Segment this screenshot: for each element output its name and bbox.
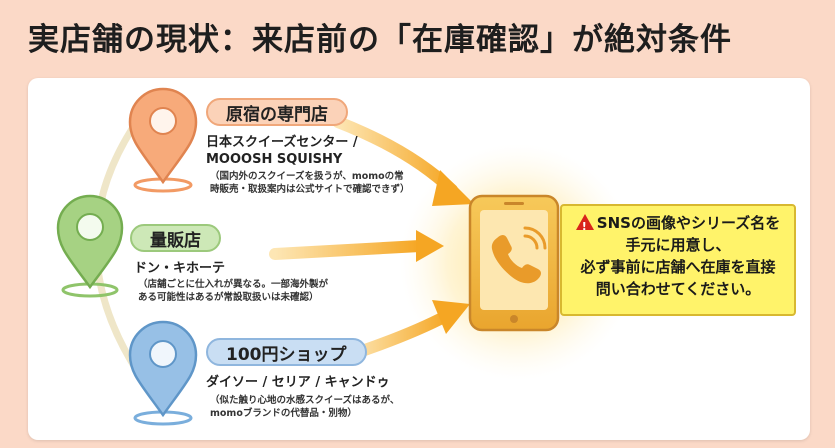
store-note-line: ある可能性はあるが常設取扱いは未確認）	[138, 292, 319, 303]
map-pin-icon	[128, 87, 198, 193]
store-name-line: ダイソー / セリア / キャンドゥ	[206, 375, 390, 390]
store-category-specialty: 原宿の専門店	[206, 98, 348, 126]
stock-check-callout: SNSの画像やシリーズ名を 手元に用意し、 必ず事前に店舗へ在庫を直接 問い合わ…	[560, 204, 796, 316]
page-title: 実店舗の現状：来店前の「在庫確認」が絶対条件	[28, 22, 732, 58]
callout-line: 必ず事前に店舗へ在庫を直接	[580, 258, 776, 276]
map-pin-icon	[128, 320, 198, 426]
store-category-100yen: 100円ショップ	[206, 338, 367, 366]
store-note-mass-retailer: （店舗ごとに仕入れが異なる。一部海外製が ある可能性はあるが常設取扱いは未確認）	[138, 278, 328, 304]
phone-icon	[468, 194, 560, 332]
callout-line: SNSの画像やシリーズ名を	[570, 212, 786, 238]
arrow-icon	[332, 116, 474, 206]
store-name-line: ドン・キホーテ	[134, 261, 226, 276]
store-name-line: MOOOSH SQUISHY	[206, 152, 343, 167]
store-name-specialty: 日本スクイーズセンター / MOOOSH SQUISHY	[206, 134, 358, 168]
store-category-mass-retailer: 量販店	[130, 224, 221, 252]
store-note-line: momoブランドの代替品・別物）	[210, 408, 357, 419]
store-name-mass-retailer: ドン・キホーテ	[134, 260, 225, 277]
callout-line: 手元に用意し、	[625, 236, 731, 254]
store-note-line: （店舗ごとに仕入れが異なる。一部海外製が	[138, 279, 329, 290]
store-note-line: （似た触り心地の水感スクイーズはあるが、	[210, 395, 400, 406]
store-note-100yen: （似た触り心地の水感スクイーズはあるが、 momoブランドの代替品・別物）	[210, 394, 399, 420]
arrow-icon	[269, 230, 444, 262]
warning-icon	[575, 214, 594, 238]
callout-line: 問い合わせてください。	[595, 280, 761, 298]
store-note-specialty: （国内外のスクイーズを扱うが、momoの常 時販売・取扱案内は公式サイトで確認で…	[210, 170, 410, 196]
callout-text: SNSの画像やシリーズ名を	[596, 214, 781, 232]
store-name-100yen: ダイソー / セリア / キャンドゥ	[206, 374, 390, 391]
store-note-line: 時販売・取扱案内は公式サイトで確認できず）	[210, 184, 410, 195]
store-note-line: （国内外のスクイーズを扱うが、momoの常	[210, 171, 404, 182]
store-name-line: 日本スクイーズセンター /	[206, 135, 358, 150]
map-pin-icon	[56, 194, 124, 298]
